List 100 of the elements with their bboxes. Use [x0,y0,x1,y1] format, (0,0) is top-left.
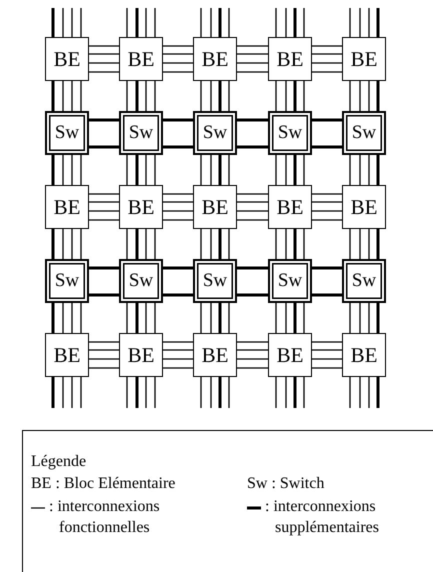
interconnect-line [126,154,156,186]
thick-interconnect-line [294,377,296,408]
block-box: BE [193,185,237,229]
block-box: BE [45,185,89,229]
interconnect-line [62,154,82,186]
thick-interconnect-line [162,266,194,296]
block-box: BE [268,333,312,377]
thick-interconnect-line [218,81,222,111]
thick-interconnect-line [376,377,380,408]
switch-box: Sw [193,259,237,303]
thick-interconnect-line [218,303,222,333]
thick-interconnect-line [136,377,138,408]
thick-interconnect-line [294,229,296,259]
interconnect-line [275,228,305,260]
interconnect-line [200,228,230,260]
interconnect-line [236,341,269,369]
interconnect-line [275,80,305,112]
switch-box: Sw [268,111,312,155]
thick-interconnect-line [218,229,222,259]
thick-interconnect-line [136,8,138,37]
thick-interconnect-line [310,118,344,148]
switch-box: Sw [342,111,386,155]
thick-interconnect-line [88,266,120,296]
interconnect-line [311,45,343,73]
interconnect-line [62,302,82,334]
thick-interconnect-line [52,81,54,111]
interconnect-line [275,302,305,334]
interconnect-line [311,193,343,221]
thick-interconnect-line [236,266,270,296]
thick-interconnect-line [136,303,138,333]
thick-interconnect-line [218,377,222,408]
thick-interconnect-line [294,8,296,37]
thick-interconnect-line [294,81,296,111]
block-box: BE [342,185,386,229]
block-box: BE [119,185,163,229]
block-box: BE [342,333,386,377]
legend-text: : interconnexions supplémentaires [265,497,380,538]
block-box: BE [119,37,163,81]
thick-interconnect-line [376,155,380,185]
interconnect-line [200,376,230,409]
thick-interconnect-line [52,229,54,259]
switch-box: Sw [268,259,312,303]
thick-interconnect-line [136,81,138,111]
switch-box: Sw [119,259,163,303]
thick-interconnect-line [236,118,270,148]
thick-interconnect-line [294,155,296,185]
interconnect-line [162,341,194,369]
interconnect-line [88,341,120,369]
block-box: BE [193,333,237,377]
interconnect-line [275,376,305,409]
legend-entry: Sw : Switch [247,475,324,493]
interconnect-line [62,376,82,409]
legend-title: Légende [31,453,86,471]
interconnect-line [349,7,370,38]
interconnect-line [62,228,82,260]
interconnect-line [200,7,230,38]
interconnect-line [349,376,370,409]
interconnect-line [200,302,230,334]
block-box: BE [119,333,163,377]
interconnect-line [200,80,230,112]
thick-interconnect-line [162,118,194,148]
legend-entry: BE : Bloc Elémentaire [31,475,176,493]
interconnect-line [162,193,194,221]
switch-box: Sw [342,259,386,303]
block-box: BE [342,37,386,81]
switch-box: Sw [119,111,163,155]
interconnect-line [162,45,194,73]
interconnect-line [88,193,120,221]
interconnect-line [236,45,269,73]
block-box: BE [45,37,89,81]
thick-interconnect-line [218,155,222,185]
switch-box: Sw [45,259,89,303]
thick-interconnect-line [136,229,138,259]
thick-interconnect-line [376,229,380,259]
block-box: BE [193,37,237,81]
interconnect-line [275,154,305,186]
interconnect-line [126,302,156,334]
interconnect-line [236,193,269,221]
interconnect-line [275,7,305,38]
thick-interconnect-line [376,303,380,333]
thick-interconnect-line [52,8,54,37]
thick-interconnect-line [136,155,138,185]
block-box: BE [45,333,89,377]
interconnect-line [349,302,370,334]
thick-interconnect-line [52,303,54,333]
interconnect-line [126,228,156,260]
thick-interconnect-line [218,8,222,37]
thick-interconnect-line [376,81,380,111]
interconnect-line [126,376,156,409]
thick-interconnect-line [52,377,54,408]
interconnect-line [349,154,370,186]
switch-box: Sw [193,111,237,155]
interconnect-line [349,228,370,260]
thick-interconnect-line [376,8,380,37]
interconnect-line [62,7,82,38]
legend-text: : interconnexions fonctionnelles [49,497,161,538]
block-box: BE [268,185,312,229]
interconnect-line [311,341,343,369]
thick-interconnect-line [310,266,344,296]
block-box: BE [268,37,312,81]
